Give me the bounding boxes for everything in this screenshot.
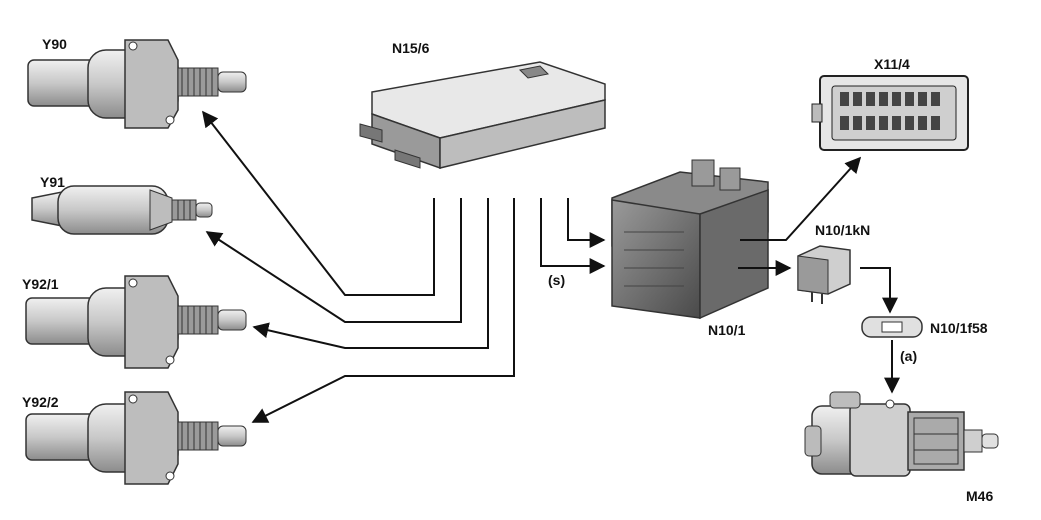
line-to-n10-1 <box>567 198 606 248</box>
diagnostic-connector-x11-4 <box>811 75 969 151</box>
label-y92-1: Y92/1 <box>22 276 59 292</box>
label-n10-1f58: N10/1f58 <box>930 320 988 336</box>
wiring-lines <box>202 110 900 423</box>
line-to-y92-2 <box>251 198 515 423</box>
label-n10-1: N10/1 <box>708 322 746 338</box>
label-y92-2: Y92/2 <box>22 394 59 410</box>
control-unit-n15-6 <box>359 61 606 170</box>
label-y90: Y90 <box>42 36 67 52</box>
label-n15-6: N15/6 <box>392 40 430 56</box>
line-to-n10-1f58 <box>860 267 898 314</box>
solenoid-valve-y92-2 <box>25 391 247 485</box>
label-y91: Y91 <box>40 174 65 190</box>
solenoid-valve-y91 <box>31 185 213 235</box>
label-s: (s) <box>548 272 566 288</box>
line-s-to-n10-1 <box>540 198 606 274</box>
fuse-n10-1f58 <box>861 316 923 338</box>
line-to-y91 <box>205 198 462 323</box>
label-n10-1kn: N10/1kN <box>815 222 871 238</box>
starter-motor-m46 <box>804 391 999 477</box>
solenoid-valve-y92-1 <box>25 275 247 369</box>
label-a: (a) <box>900 348 918 364</box>
line-to-x11-4 <box>740 156 862 241</box>
fuse-relay-module-n10-1 <box>611 159 769 320</box>
solenoid-valve-y90 <box>27 39 247 129</box>
line-to-y92-1 <box>252 198 489 349</box>
label-x11-4: X11/4 <box>874 56 910 72</box>
line-to-y90 <box>202 110 435 296</box>
label-m46: M46 <box>966 488 994 504</box>
relay-n10-1kn <box>797 245 851 304</box>
